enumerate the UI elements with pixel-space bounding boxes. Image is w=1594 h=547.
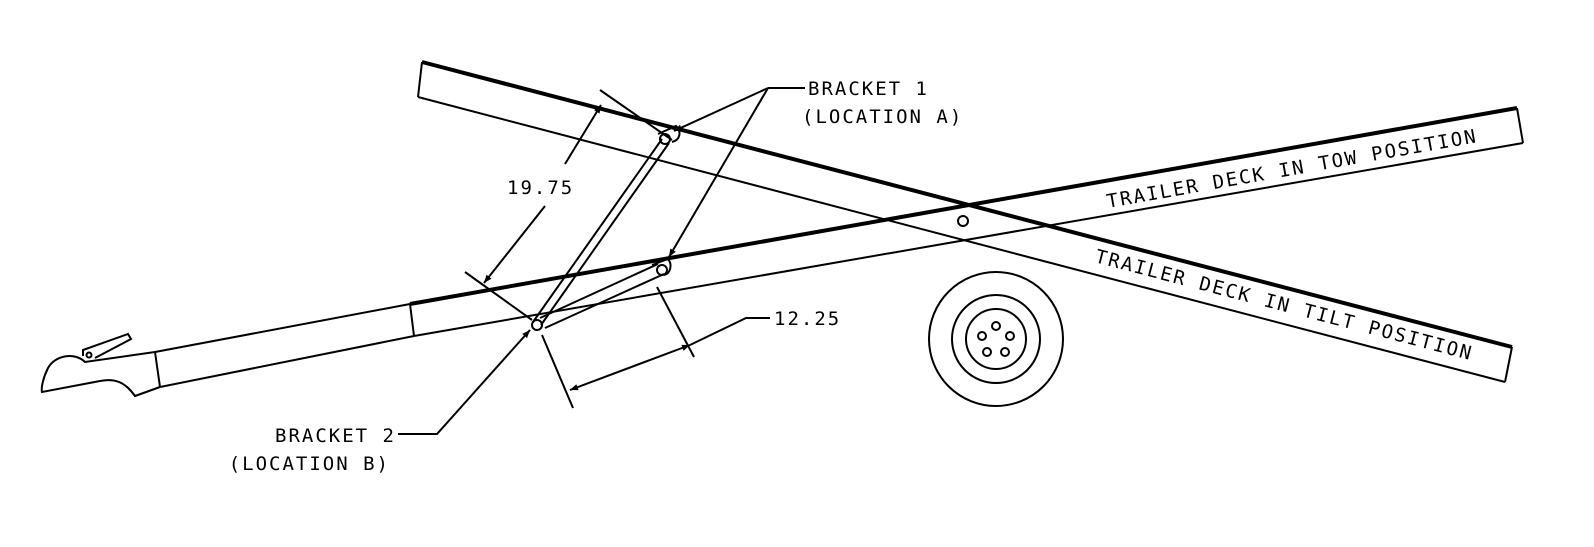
dimension-12-25: 12.25 — [541, 286, 841, 409]
hitch-coupler — [40, 332, 161, 398]
bracket-2-callout: BRACKET 2 (LOCATION B) — [229, 329, 531, 475]
bracket-2-location-label: (LOCATION B) — [229, 453, 390, 475]
dimension-label-12-25: 12.25 — [774, 308, 841, 330]
pivot-point — [957, 215, 969, 227]
trailer-tongue — [154, 303, 415, 388]
bracket-1-label: BRACKET 1 — [808, 78, 929, 100]
dimension-label-19-75: 19.75 — [507, 177, 574, 199]
bracket-1-callout: BRACKET 1 (LOCATION A) — [668, 78, 963, 258]
tilt-position-label: TRAILER DECK IN TILT POSITION — [1093, 246, 1476, 366]
bracket-1-location-label: (LOCATION A) — [802, 106, 963, 128]
dimension-19-75: 19.75 — [464, 89, 673, 321]
bracket-2-label: BRACKET 2 — [275, 425, 396, 447]
tilt-deck — [417, 60, 1513, 383]
wheel — [928, 271, 1064, 407]
bracket-link — [539, 257, 672, 329]
